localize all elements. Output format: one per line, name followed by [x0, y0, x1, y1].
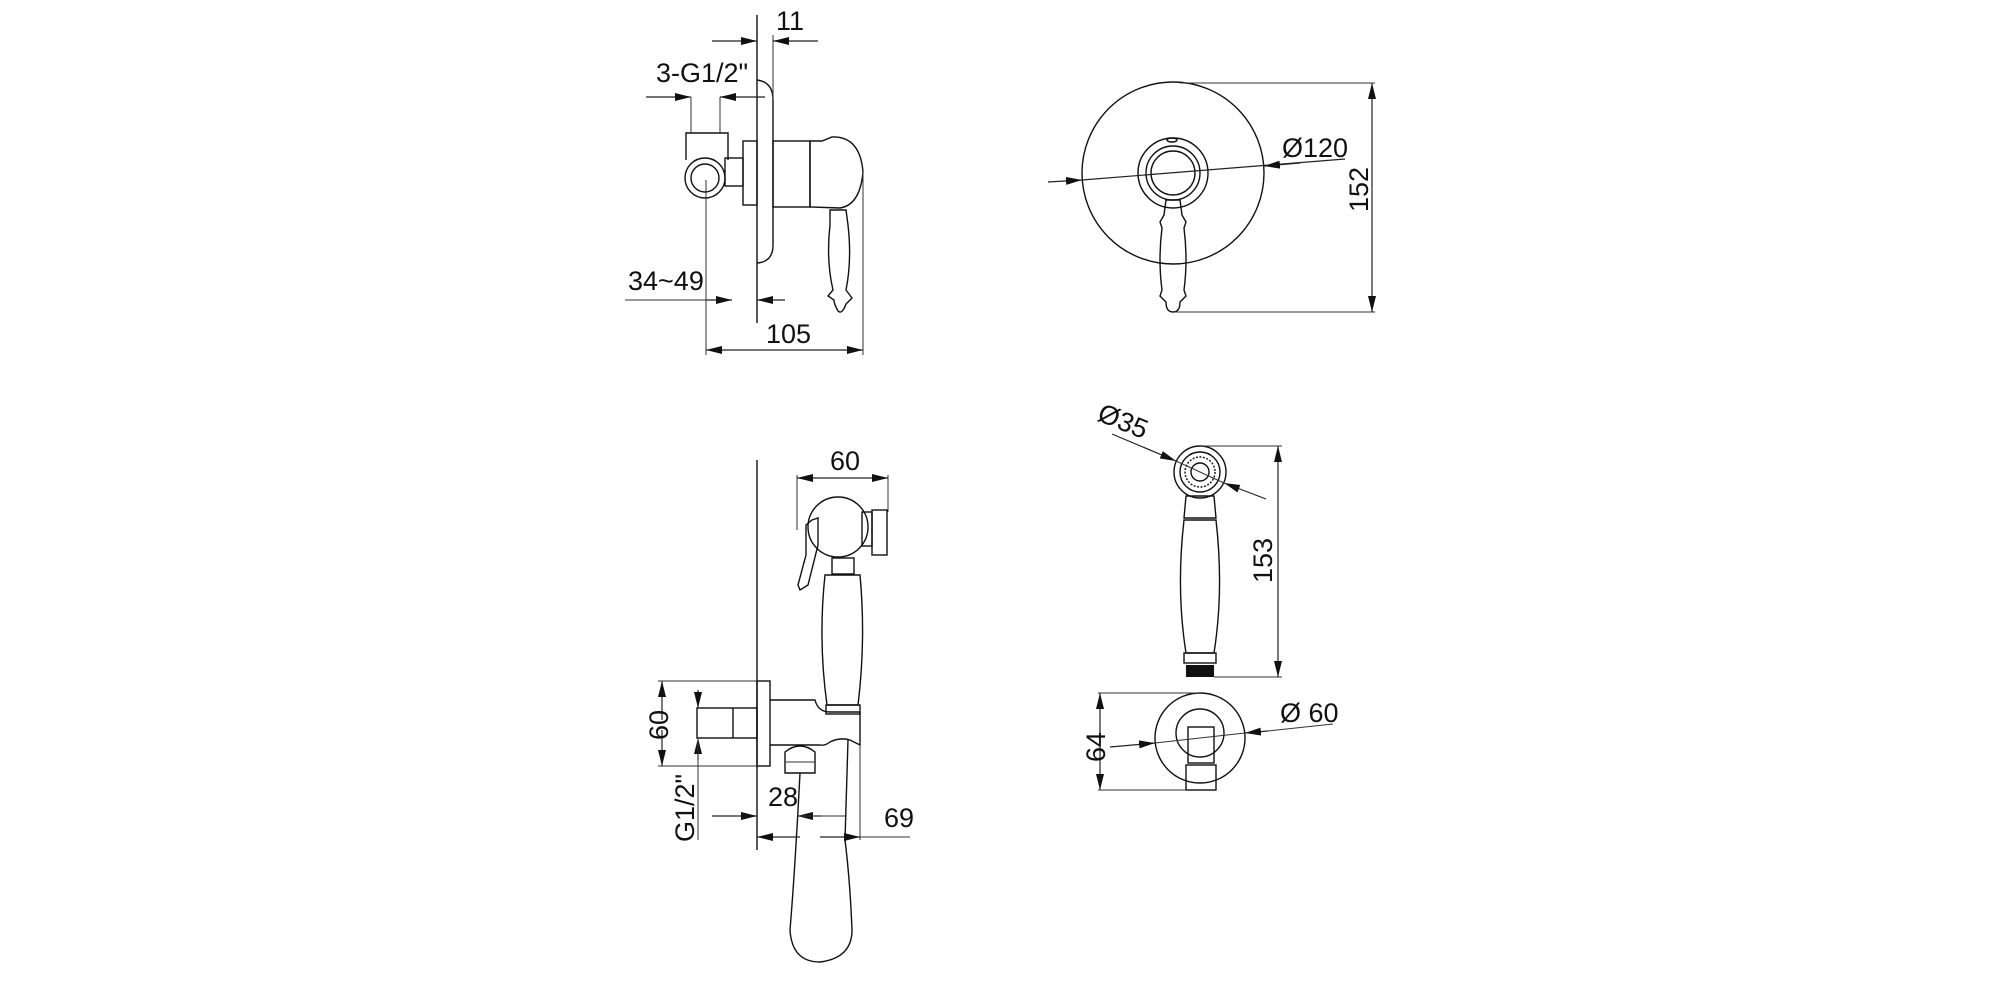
- spray-front-view: Ø35 153 64 Ø 60: [1081, 398, 1339, 791]
- hose-connector: [784, 745, 816, 774]
- cover-plate-circle: [1081, 81, 1265, 265]
- lever-handle: [826, 209, 853, 313]
- dim-outlet-thread: G1/2": [670, 774, 700, 842]
- dim-inlets: 3-G1/2": [656, 58, 748, 88]
- dim-overall-depth: 105: [766, 319, 811, 349]
- valve-front-view: Ø120 152: [1047, 81, 1376, 313]
- dim-plate-thickness: 11: [776, 6, 804, 36]
- spray-handle-front: [1179, 519, 1221, 654]
- dim-plate-diameter: Ø120: [1282, 133, 1348, 163]
- hose-thread: [1186, 665, 1214, 677]
- dim-holder-height: 64: [1081, 732, 1111, 762]
- spray-side-view: 60 60 G1/2" 28 69: [644, 446, 914, 963]
- valve-cap: [809, 136, 864, 209]
- dim-holder-depth: 69: [884, 803, 914, 833]
- outlet-plate: [756, 680, 771, 767]
- dim-depth-range: 34~49: [628, 266, 704, 296]
- holder-body: [770, 699, 861, 747]
- dim-head-length: 60: [830, 446, 860, 476]
- lever-handle-front: [1159, 199, 1187, 313]
- spray-head: [807, 496, 869, 558]
- spray-handle: [821, 574, 864, 706]
- dim-overall-height: 152: [1344, 167, 1374, 212]
- dim-head-diameter: Ø35: [1094, 398, 1153, 445]
- valve-body: [742, 140, 758, 206]
- dim-outlet-height: 60: [644, 710, 674, 740]
- dim-holder-diameter: Ø 60: [1280, 698, 1339, 728]
- cover-plate: [756, 79, 774, 264]
- valve-side-view: 11 3-G1/2" 34~49 105: [625, 6, 864, 355]
- outlet-stub: [696, 707, 758, 739]
- hose: [789, 739, 853, 963]
- spray-nozzle: [871, 509, 888, 556]
- inlet-connector: [685, 132, 729, 160]
- spray-trigger: [797, 517, 819, 592]
- dim-outlet-offset: 28: [768, 782, 798, 812]
- dim-spray-length: 153: [1248, 538, 1278, 583]
